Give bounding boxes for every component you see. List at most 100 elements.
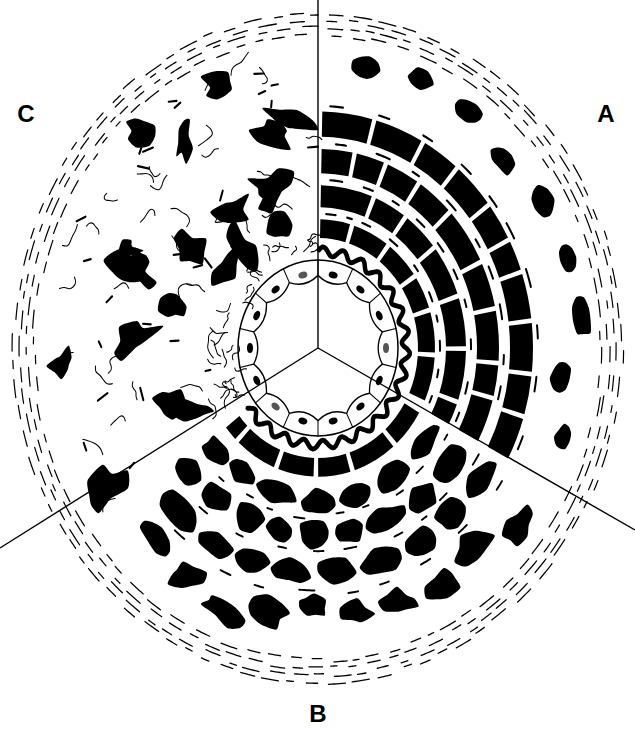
endothelial-nucleus bbox=[270, 401, 281, 412]
fiber-dash bbox=[390, 239, 398, 246]
fiber-dash bbox=[401, 661, 408, 663]
endothelial-nucleus bbox=[298, 271, 308, 280]
fiber-dash bbox=[575, 215, 578, 221]
fiber-dash bbox=[314, 673, 323, 674]
fiber-dash bbox=[524, 111, 536, 124]
fiber-dash bbox=[267, 508, 272, 510]
fiber-dash bbox=[205, 258, 212, 267]
fiber-dash bbox=[336, 512, 343, 513]
fiber-dash bbox=[167, 55, 174, 59]
elastic-fiber bbox=[57, 352, 73, 368]
fiber-dash bbox=[601, 347, 603, 363]
fiber-dash bbox=[380, 582, 389, 585]
fiber-dash bbox=[349, 665, 356, 667]
muscle-band bbox=[488, 411, 523, 458]
fiber-dash bbox=[248, 650, 260, 653]
fiber-dash bbox=[37, 405, 40, 420]
elastic-fiber bbox=[231, 380, 239, 392]
fiber-dash bbox=[169, 100, 177, 103]
fiber-dash bbox=[428, 633, 433, 636]
elastic-fiber bbox=[215, 202, 234, 222]
fiber-dash bbox=[577, 465, 583, 480]
fiber-dash bbox=[44, 262, 47, 273]
fiber-dash bbox=[55, 470, 60, 482]
fiber-dash bbox=[421, 559, 430, 565]
fiber-dash bbox=[329, 14, 343, 16]
elastic-fiber bbox=[95, 366, 112, 384]
elastic-fiber bbox=[104, 193, 117, 201]
muscle-cell bbox=[366, 505, 406, 533]
fiber-dash bbox=[393, 201, 399, 205]
fiber-dash bbox=[221, 664, 233, 668]
endothelial-nucleus bbox=[375, 310, 384, 322]
fiber-dash bbox=[470, 339, 472, 349]
fiber-dash bbox=[221, 643, 237, 649]
fiber-dash bbox=[438, 243, 444, 252]
fiber-dash bbox=[465, 300, 467, 307]
cell-border bbox=[370, 393, 381, 403]
fiber-dash bbox=[448, 639, 460, 646]
fiber-dash bbox=[328, 28, 343, 30]
fiber-dash bbox=[11, 334, 12, 351]
muscle-band bbox=[379, 164, 417, 201]
fiber-dash bbox=[61, 204, 67, 217]
fiber-dash bbox=[59, 173, 65, 183]
fiber-dash bbox=[278, 546, 286, 548]
elastic-fiber bbox=[178, 284, 191, 297]
elastic-fiber bbox=[114, 283, 129, 289]
fiber-dash bbox=[116, 122, 120, 126]
muscle-cell bbox=[174, 229, 207, 265]
elastic-fiber bbox=[222, 349, 227, 367]
fiber-dash bbox=[598, 376, 599, 387]
fiber-dash bbox=[336, 144, 346, 145]
elastic-fiber bbox=[291, 246, 296, 254]
fiber-dash bbox=[544, 136, 551, 145]
elastic-fiber bbox=[171, 208, 190, 226]
elastic-fiber bbox=[205, 80, 221, 90]
elastic-fiber bbox=[172, 236, 182, 252]
muscle-cell bbox=[210, 194, 249, 223]
fiber-dash bbox=[364, 187, 373, 190]
muscle-cell bbox=[262, 108, 318, 131]
fiber-dash bbox=[291, 13, 304, 15]
muscle-band bbox=[474, 311, 499, 361]
fiber-dash bbox=[421, 56, 436, 63]
fiber-dash bbox=[51, 490, 56, 500]
fiber-dash bbox=[476, 627, 484, 633]
elastic-fiber bbox=[108, 356, 115, 373]
fiber-dash bbox=[439, 341, 441, 351]
fiber-dash bbox=[54, 223, 58, 234]
elastic-fiber bbox=[274, 201, 293, 209]
fiber-dash bbox=[151, 74, 156, 78]
muscle-cell bbox=[491, 148, 516, 176]
elastic-fiber bbox=[214, 384, 226, 388]
fiber-dash bbox=[136, 274, 141, 277]
endothelial-nucleus bbox=[247, 343, 253, 353]
endothelial-nucleus bbox=[328, 417, 338, 426]
fiber-dash bbox=[453, 625, 461, 630]
fiber-dash bbox=[44, 226, 49, 241]
muscle-band bbox=[444, 169, 488, 218]
sector-label-holder: C bbox=[15, 100, 36, 128]
muscle-band bbox=[509, 323, 533, 372]
fiber-dash bbox=[577, 485, 580, 491]
fiber-dash bbox=[221, 570, 231, 575]
sector-divider bbox=[318, 348, 635, 530]
fiber-dash bbox=[392, 31, 406, 35]
muscle-cell bbox=[152, 389, 185, 420]
fiber-dash bbox=[593, 447, 595, 454]
fiber-dash bbox=[363, 505, 368, 507]
fiber-dash bbox=[49, 505, 52, 512]
fiber-dash bbox=[170, 340, 178, 343]
fiber-dash bbox=[146, 64, 161, 75]
fiber-dash bbox=[423, 136, 432, 142]
fiber-dash bbox=[604, 250, 608, 265]
fiber-dash bbox=[531, 141, 535, 146]
muscle-band bbox=[420, 249, 458, 301]
fiber-dash bbox=[237, 45, 245, 47]
fiber-dash bbox=[593, 242, 597, 255]
muscle-cell bbox=[559, 244, 576, 272]
fiber-dash bbox=[576, 182, 583, 196]
fiber-dash bbox=[379, 116, 389, 120]
fiber-dash bbox=[615, 343, 616, 360]
